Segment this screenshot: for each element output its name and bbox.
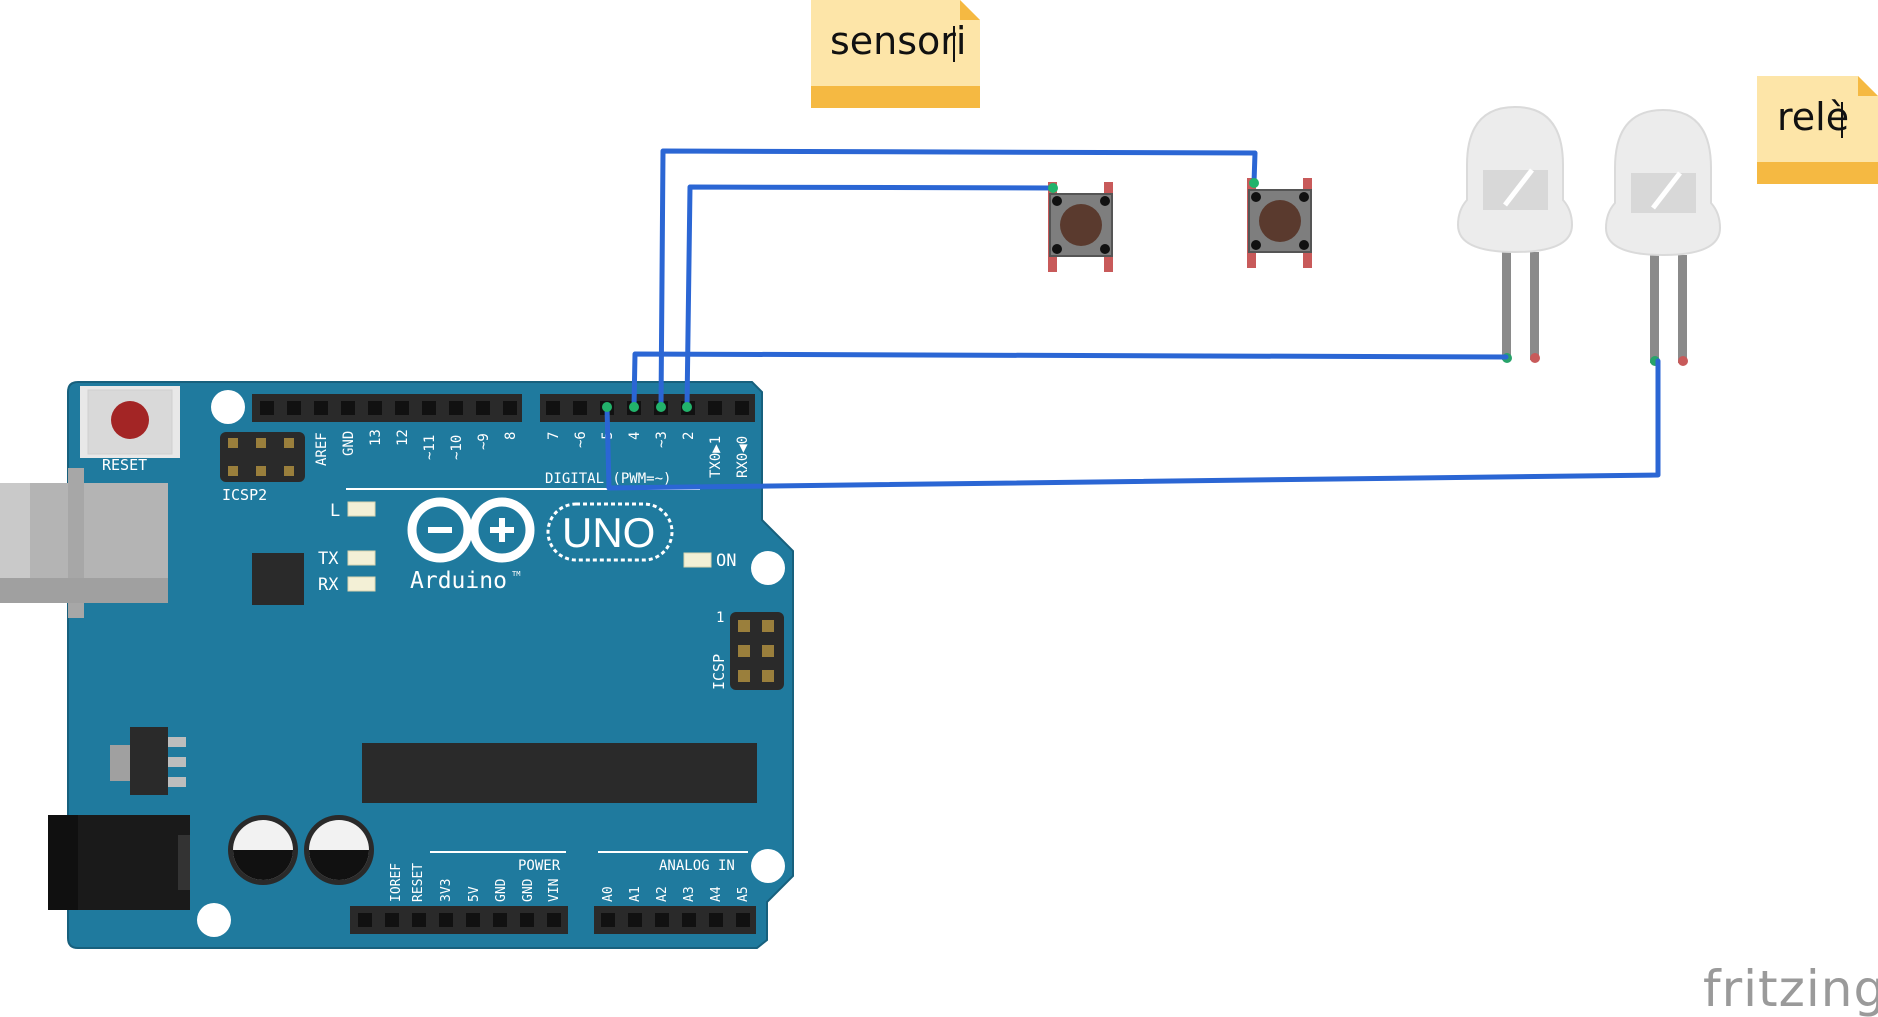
pin-label: VIN — [547, 879, 562, 902]
pin-label: RESET — [411, 863, 426, 902]
pin-label: A1 — [628, 886, 643, 902]
led-on — [683, 552, 712, 568]
pin-label: GND — [494, 878, 509, 902]
usb-chip — [252, 553, 304, 605]
led-on-label: ON — [716, 551, 736, 571]
mounting-hole — [197, 903, 231, 937]
top-pin-labels-right: 7 ~6 ~5 4 ~3 2 TX0▶1 RX0◀0 — [546, 431, 751, 478]
led-rx-label: RX — [318, 575, 339, 595]
dc-power-jack — [48, 815, 190, 910]
icsp-header — [730, 612, 784, 690]
wire[interactable] — [604, 358, 1661, 491]
note-relays[interactable]: relè — [1757, 76, 1878, 184]
voltage-regulator — [110, 727, 186, 795]
capacitor — [304, 815, 374, 885]
pin-label: 13 — [368, 429, 384, 446]
led[interactable] — [1456, 105, 1574, 363]
digital-header-right[interactable] — [540, 394, 755, 422]
pin-label: GND — [521, 878, 536, 902]
pin-label: 2 — [681, 432, 697, 440]
pin-label: A3 — [682, 886, 697, 902]
pin-label: 4 — [627, 432, 643, 440]
led-rx — [347, 576, 376, 592]
wire-endpoints — [602, 178, 1259, 412]
pin-label: ~11 — [422, 435, 438, 460]
uno-badge — [546, 502, 674, 562]
pin-label: ~10 — [449, 435, 465, 460]
note-sensors-text: sensori — [830, 19, 967, 63]
power-header[interactable] — [350, 906, 568, 934]
push-button[interactable] — [1247, 178, 1312, 268]
pin-label: 8 — [503, 432, 519, 440]
pin-label: 3V3 — [439, 879, 454, 902]
arduino-wordmark: Arduino — [410, 568, 507, 594]
arduino-tm: TM — [512, 570, 520, 578]
mounting-hole — [751, 551, 785, 585]
pin-label: ~6 — [573, 431, 589, 448]
board-pcb — [67, 381, 794, 949]
push-button[interactable] — [1048, 182, 1113, 272]
pin-label: ~3 — [654, 431, 670, 448]
pin-label: IOREF — [389, 863, 404, 902]
mounting-hole — [751, 849, 785, 883]
pin-label: TX0▶1 — [708, 436, 724, 478]
wire[interactable] — [684, 184, 1056, 410]
pin-label: A5 — [736, 886, 751, 902]
pin-label: A0 — [601, 886, 616, 902]
arduino-logo-icon — [407, 497, 535, 563]
pin-label: 12 — [395, 429, 411, 446]
uno-label: UNO — [562, 509, 655, 556]
icsp2-header — [220, 432, 305, 482]
led-l-label: L — [330, 501, 340, 521]
wire[interactable] — [658, 148, 1258, 410]
reset-button[interactable] — [80, 386, 180, 458]
icsp-label: ICSP — [710, 654, 728, 690]
led-tx-label: TX — [318, 549, 339, 569]
digital-header-left[interactable] — [252, 394, 522, 422]
analog-pin-labels: A0 A1 A2 A3 A4 A5 — [601, 886, 751, 902]
power-label: POWER — [518, 858, 561, 874]
arduino-uno-board[interactable]: RESET ICSP2 — [0, 381, 794, 949]
note-sensors[interactable]: sensori — [811, 0, 980, 108]
power-pin-labels: IOREF RESET 3V3 5V GND GND VIN — [389, 863, 562, 902]
wires — [604, 148, 1661, 491]
pin-label: 5V — [467, 886, 482, 902]
pin-label: ~9 — [476, 433, 492, 450]
mounting-hole — [211, 390, 245, 424]
led-tx — [347, 550, 376, 566]
analog-label: ANALOG IN — [659, 858, 735, 874]
pin-label: AREF — [314, 432, 330, 466]
icsp-pin1-label: 1 — [716, 610, 724, 626]
pin-label: GND — [341, 431, 357, 456]
pin-label: RX0◀0 — [735, 436, 751, 478]
icsp2-label: ICSP2 — [222, 486, 267, 504]
note-relays-text: relè — [1777, 95, 1849, 139]
pin-label: 7 — [546, 432, 562, 440]
led[interactable] — [1604, 108, 1722, 366]
pin-label: A2 — [655, 886, 670, 902]
usb-connector — [0, 468, 168, 618]
led-l — [347, 501, 376, 517]
atmega-chip — [362, 743, 757, 803]
capacitor — [228, 815, 298, 885]
fritzing-logo: fritzing — [1703, 960, 1878, 1017]
analog-header[interactable] — [594, 906, 756, 934]
reset-label: RESET — [102, 456, 147, 474]
pin-label: A4 — [709, 886, 724, 902]
wire[interactable] — [631, 351, 1509, 410]
top-pin-labels-left: AREF GND 13 12 ~11 ~10 ~9 8 — [314, 429, 519, 466]
